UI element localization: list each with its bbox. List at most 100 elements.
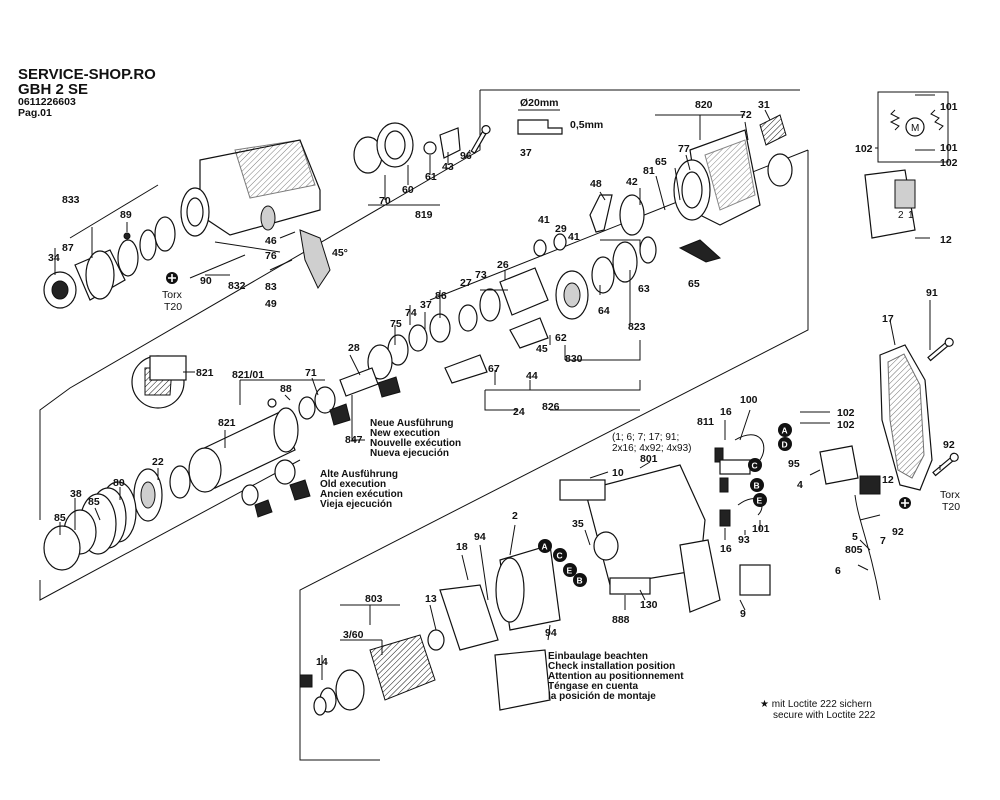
label-29: 29 xyxy=(555,223,567,235)
label-46: 46 xyxy=(265,235,277,247)
part-labels: 833 87 89 34 90 46 76 832 83 49 70 60 61… xyxy=(48,99,958,668)
label-6: 6 xyxy=(835,565,841,577)
group-frame-lines xyxy=(39,89,809,761)
label-27: 27 xyxy=(460,277,472,289)
label-64: 64 xyxy=(598,305,610,317)
label-102-a: 102 xyxy=(855,143,873,155)
torx-right-label: Torx xyxy=(940,489,961,501)
label-41-a: 41 xyxy=(538,214,550,226)
motor-housing-assembly: Ø20mm 0,5mm 37 xyxy=(517,97,793,263)
model-name: GBH 2 SE xyxy=(18,81,89,98)
label-95: 95 xyxy=(788,458,800,470)
label-45: 45 xyxy=(536,343,548,355)
label-65-bottom: 65 xyxy=(688,278,700,290)
label-83: 83 xyxy=(265,281,277,293)
label-62: 62 xyxy=(555,332,567,344)
dimension-part: 37 xyxy=(520,147,532,159)
tag-b-right: B xyxy=(754,481,760,491)
label-67: 67 xyxy=(488,363,500,375)
label-31: 31 xyxy=(758,99,770,111)
label-63: 63 xyxy=(638,283,650,295)
label-73: 73 xyxy=(475,269,487,281)
page-number: Pag.01 xyxy=(18,107,52,119)
label-102-c: 102 xyxy=(837,407,855,419)
old-execution-fr: Ancien exécution xyxy=(320,489,403,500)
label-48: 48 xyxy=(590,178,602,190)
label-3-60: 3/60 xyxy=(343,629,364,641)
label-130: 130 xyxy=(640,599,658,611)
install-note-fr: Attention au positionnement xyxy=(548,671,684,682)
label-71: 71 xyxy=(305,367,317,379)
handle-switch-assembly: M 2 1 xyxy=(714,91,961,601)
tag-d-right: D xyxy=(782,440,788,450)
label-44: 44 xyxy=(526,370,538,382)
label-12-top: 12 xyxy=(940,234,952,246)
label-820: 820 xyxy=(695,99,713,111)
label-86: 86 xyxy=(435,290,447,302)
switch-mark-1: 1 xyxy=(908,210,914,221)
label-94-bottom: 94 xyxy=(545,627,557,639)
label-72: 72 xyxy=(740,109,752,121)
label-823: 823 xyxy=(628,321,646,333)
motor-assembly xyxy=(299,544,561,716)
label-10: 10 xyxy=(612,467,624,479)
tag-a-right: A xyxy=(782,426,788,436)
label-61: 61 xyxy=(425,171,437,183)
label-94-top: 94 xyxy=(474,531,486,543)
label-43: 43 xyxy=(442,161,454,173)
label-9: 9 xyxy=(740,608,746,620)
tag-e-right: E xyxy=(757,496,763,506)
old-execution-de: Alte Ausführung xyxy=(320,469,398,480)
loctite-note-en: secure with Loctite 222 xyxy=(773,710,876,721)
label-41-b: 41 xyxy=(568,231,580,243)
label-80: 80 xyxy=(113,477,125,489)
label-102-d: 102 xyxy=(837,419,855,431)
label-7: 7 xyxy=(880,535,886,547)
label-17: 17 xyxy=(882,313,894,325)
label-37: 37 xyxy=(420,299,432,311)
tag-b-left: B xyxy=(577,576,583,586)
label-87: 87 xyxy=(62,242,74,254)
label-833: 833 xyxy=(62,194,80,206)
install-note-es2: la posición de montaje xyxy=(548,691,656,702)
main-housing-assembly xyxy=(559,459,771,613)
new-execution-es: Nueva ejecución xyxy=(370,448,449,459)
label-14: 14 xyxy=(316,656,328,668)
label-101-b: 101 xyxy=(940,142,958,154)
angle-label: 45° xyxy=(332,247,348,259)
label-101-c: 101 xyxy=(752,523,770,535)
label-5: 5 xyxy=(852,531,858,543)
gear-housing-assembly: 45° xyxy=(43,122,493,309)
install-note-en: Check installation position xyxy=(548,661,675,672)
svg-text:M: M xyxy=(911,123,919,134)
shop-name: SERVICE-SHOP.RO xyxy=(18,66,156,83)
install-note-de: Einbaulage beachten xyxy=(548,651,648,662)
label-102-b: 102 xyxy=(940,157,958,169)
label-75: 75 xyxy=(390,318,402,330)
label-34: 34 xyxy=(48,252,60,264)
label-28: 28 xyxy=(348,342,360,354)
label-89: 89 xyxy=(120,209,132,221)
label-821: 821 xyxy=(218,417,236,429)
connection-tags: A D C B E A C E B xyxy=(538,423,792,587)
label-100: 100 xyxy=(740,394,758,406)
alt-list-line1: (1; 6; 7; 17; 91; xyxy=(612,432,679,443)
label-830: 830 xyxy=(565,353,583,365)
label-38: 38 xyxy=(70,488,82,500)
new-execution-en: New execution xyxy=(370,428,440,439)
label-847: 847 xyxy=(345,434,363,446)
label-821-01: 821/01 xyxy=(232,369,264,381)
label-65-top: 65 xyxy=(655,156,667,168)
label-96: 96 xyxy=(460,150,472,162)
label-24: 24 xyxy=(513,406,525,418)
label-92-bottom: 92 xyxy=(892,526,904,538)
label-88: 88 xyxy=(280,383,292,395)
install-note-es1: Téngase en cuenta xyxy=(548,681,638,692)
old-execution-en: Old execution xyxy=(320,479,386,490)
new-execution-de: Neue Ausführung xyxy=(370,418,454,429)
new-execution-fr: Nouvelle exécution xyxy=(370,438,461,449)
label-12: 12 xyxy=(882,474,894,486)
label-811: 811 xyxy=(697,416,714,428)
label-26: 26 xyxy=(497,259,509,271)
